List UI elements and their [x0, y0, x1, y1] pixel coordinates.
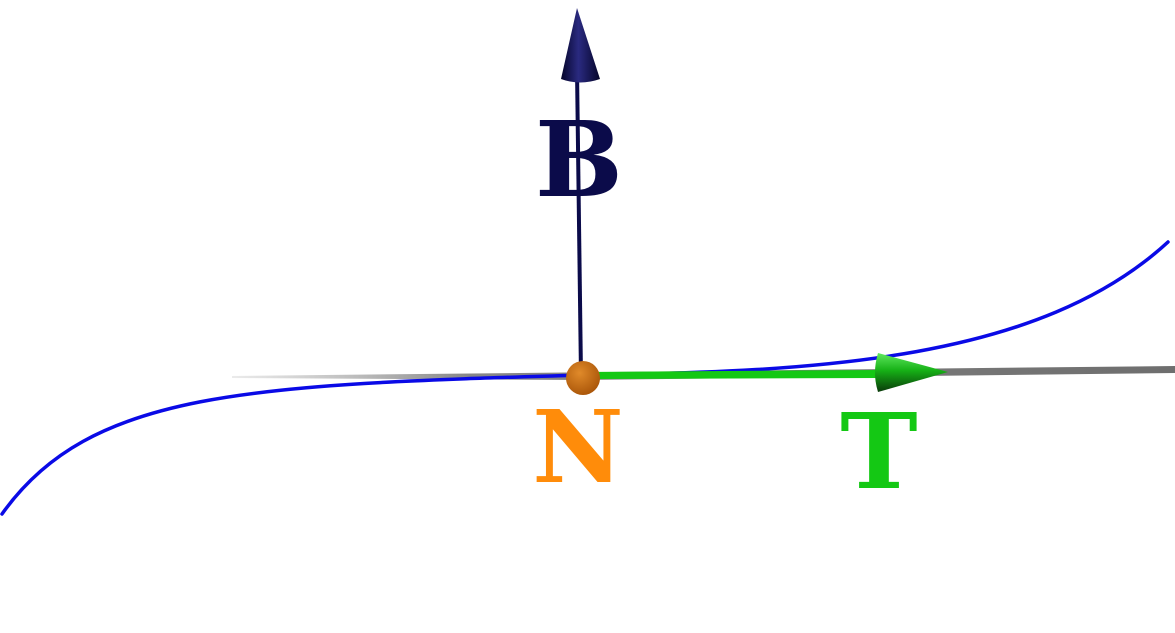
tangent-vector-shaft	[583, 370, 880, 379]
binormal-vector-shaft	[575, 69, 583, 377]
curve-point	[566, 361, 600, 395]
normal-label: N	[532, 388, 623, 506]
tangent-label: T	[840, 390, 917, 513]
binormal-label: B	[535, 98, 623, 221]
binormal-arrowhead	[561, 8, 600, 83]
tangent-arrowhead	[875, 353, 948, 392]
